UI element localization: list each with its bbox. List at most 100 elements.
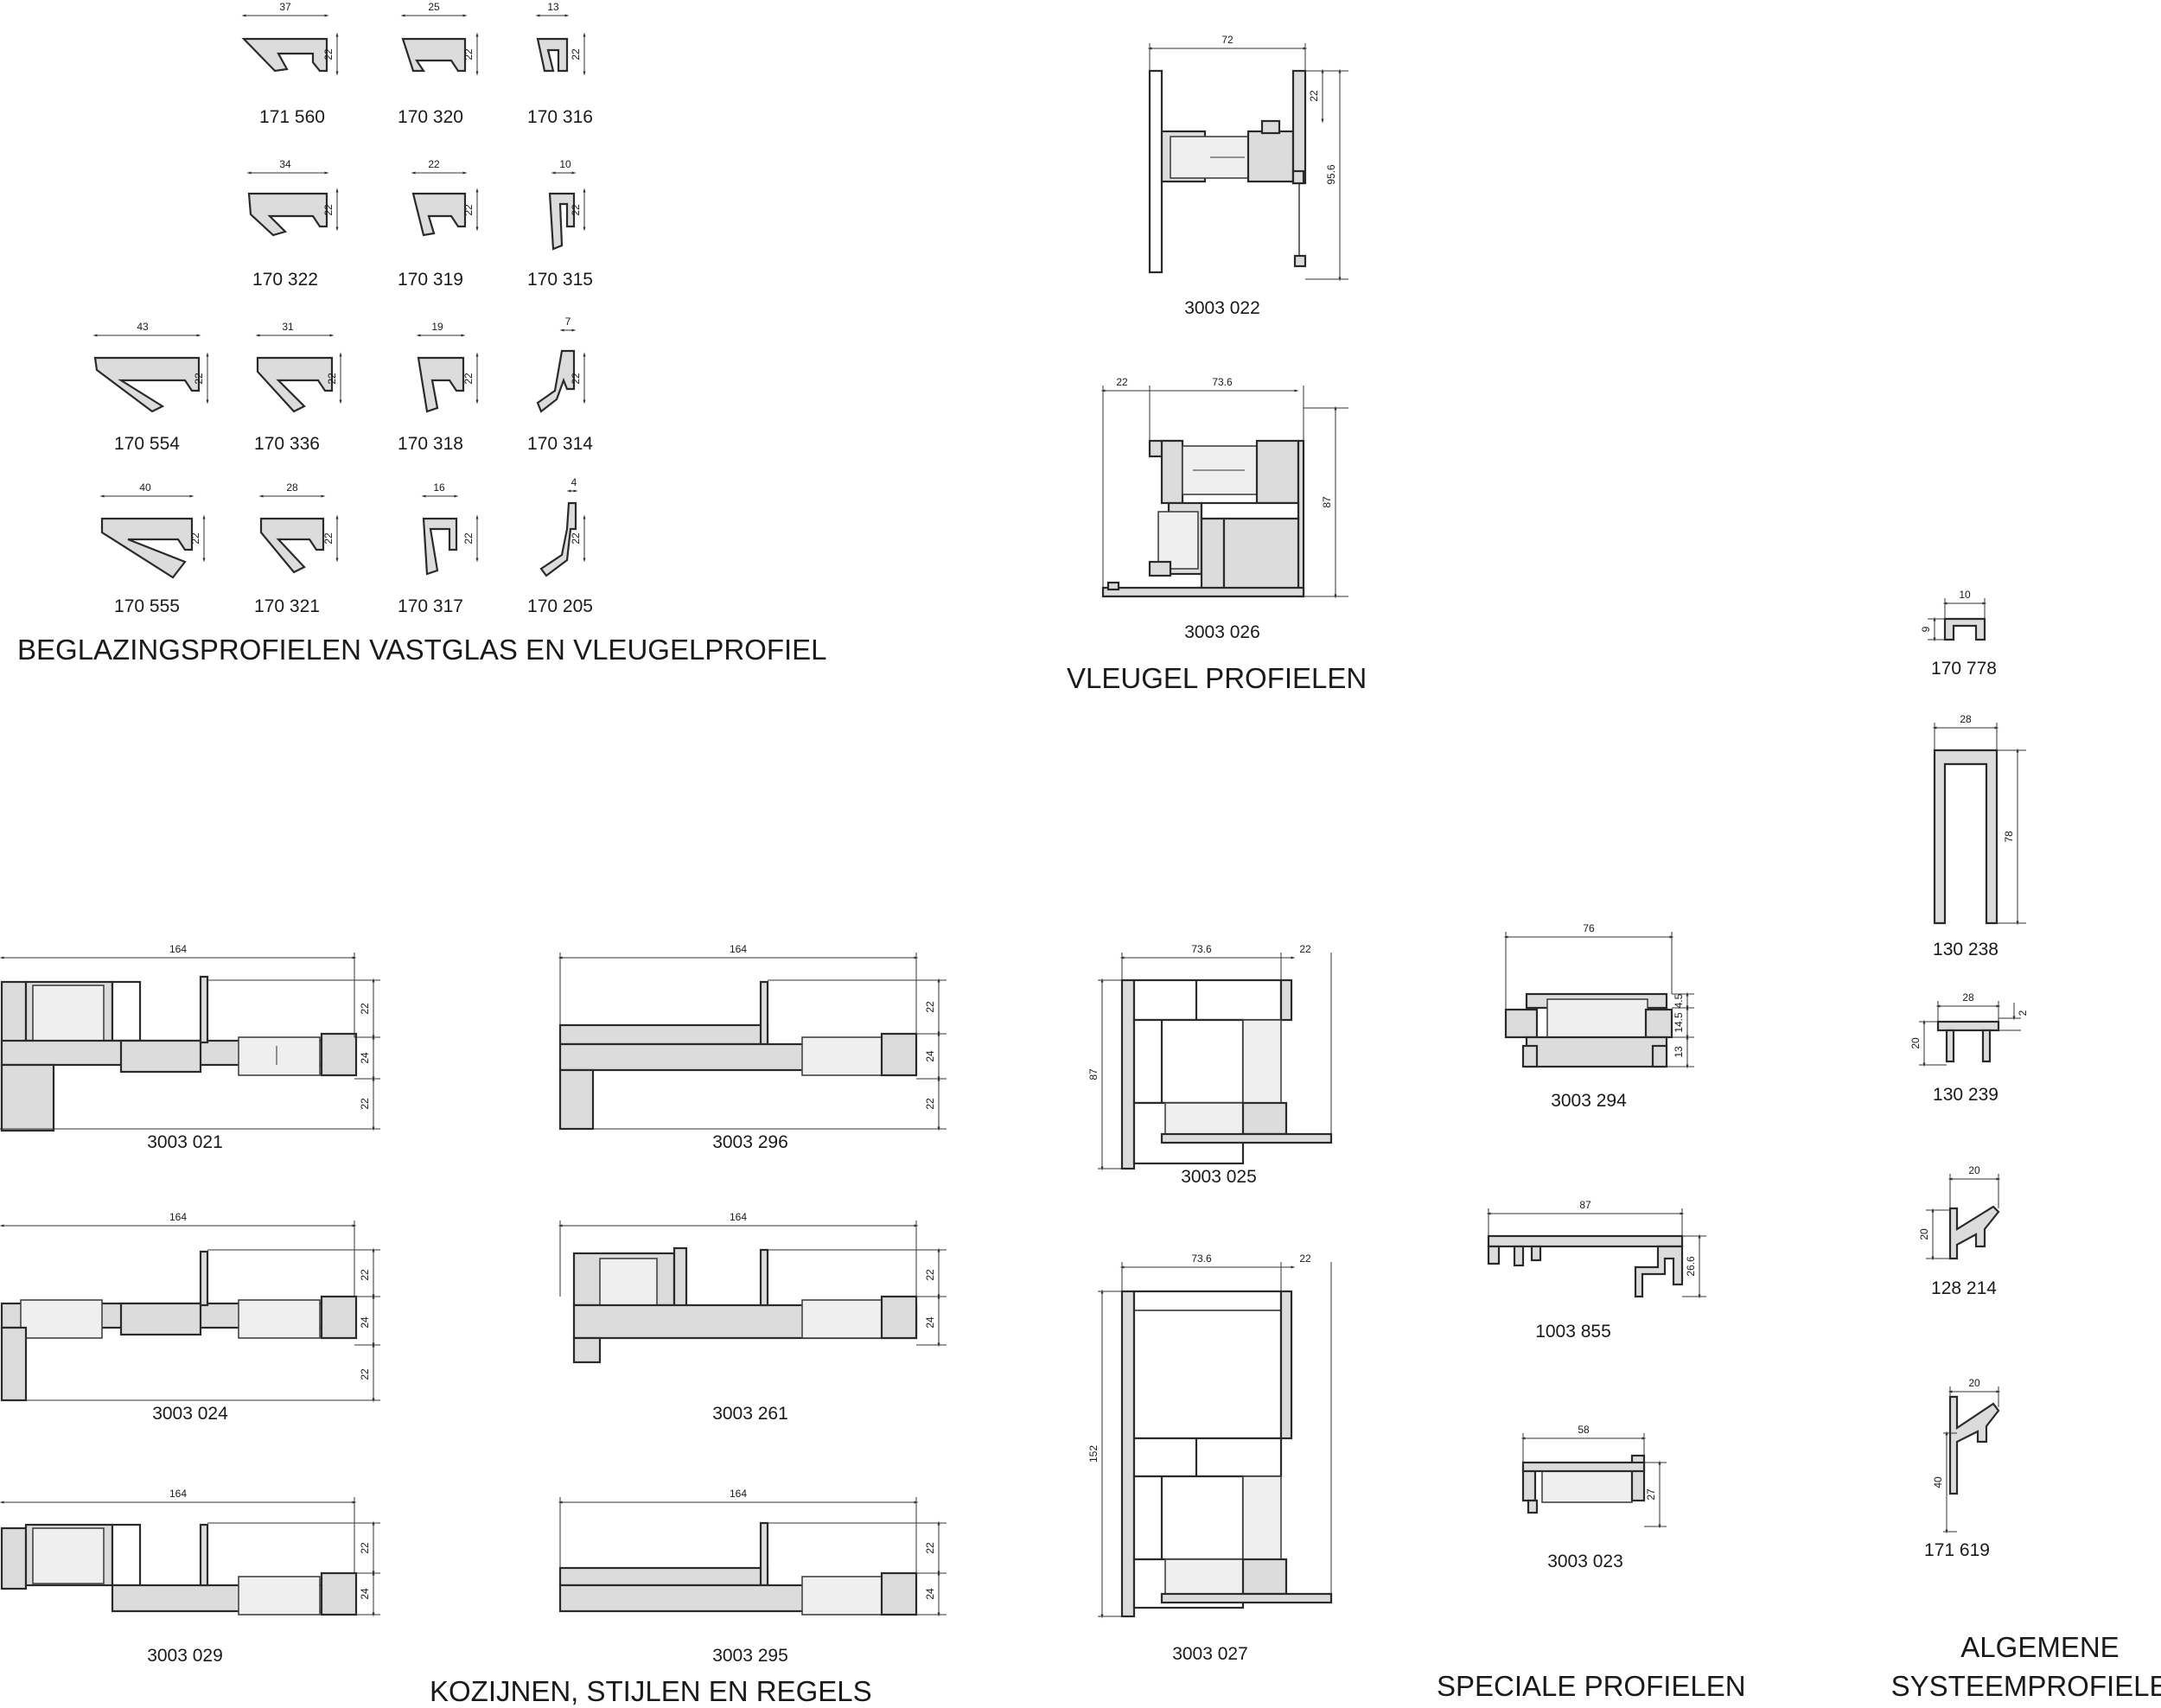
- svg-text:20: 20: [1968, 1377, 1980, 1389]
- profile-170-318: 19 22 170 318: [398, 321, 479, 454]
- section-title-special-profiles: SPECIALE PROFIELEN: [1437, 1670, 1746, 1702]
- svg-text:22: 22: [570, 204, 582, 216]
- svg-text:22: 22: [1299, 1252, 1311, 1265]
- profile-3003-022: 72 22 95.6 3003 022: [1147, 34, 1348, 318]
- svg-text:37: 37: [279, 1, 291, 13]
- svg-text:22: 22: [924, 1542, 936, 1554]
- profile-code: 3003 295: [712, 1646, 788, 1666]
- profile-code: 170 319: [398, 270, 463, 290]
- profile-code: 170 205: [527, 596, 593, 616]
- svg-text:22: 22: [322, 48, 335, 61]
- profile-170-315: 10 22 170 315: [527, 158, 593, 290]
- svg-text:4: 4: [571, 476, 577, 488]
- svg-text:24: 24: [924, 1588, 936, 1600]
- profile-170-778: 10 9 170 778: [1920, 589, 1997, 679]
- profile-3003-261: 164 22 24 3003 261: [558, 1211, 947, 1424]
- profile-130-239: 28 2 20 130 239: [1909, 991, 2029, 1105]
- svg-text:13: 13: [1673, 1046, 1685, 1058]
- profile-code: 170 316: [527, 107, 593, 127]
- profile-code: 3003 296: [712, 1132, 788, 1152]
- profile-128-214: 20 20 128 214: [1918, 1164, 2001, 1298]
- profile-3003-027: 73.6 22 152 3003 027: [1087, 1252, 1333, 1664]
- profile-171-560: 37 22 171 560: [241, 1, 339, 127]
- svg-text:152: 152: [1087, 1445, 1100, 1463]
- svg-text:73.6: 73.6: [1212, 376, 1233, 388]
- profile-code: 171 619: [1924, 1540, 1990, 1560]
- profile-3003-026: 22 73.6 87 3003 026: [1100, 376, 1348, 642]
- profile-code: 3003 021: [147, 1132, 223, 1152]
- profile-code: 3003 027: [1172, 1644, 1248, 1664]
- profile-3003-296: 164 22 24 22 3003 296: [558, 943, 947, 1152]
- svg-text:28: 28: [1960, 713, 1972, 725]
- svg-text:27: 27: [1645, 1488, 1657, 1501]
- profile-170-336: 31 22 170 336: [254, 321, 342, 454]
- svg-text:22: 22: [322, 204, 335, 216]
- svg-text:22: 22: [924, 1098, 936, 1110]
- svg-text:40: 40: [139, 481, 151, 494]
- profile-code: 170 320: [398, 107, 463, 127]
- svg-text:22: 22: [189, 532, 201, 545]
- profile-code: 170 317: [398, 596, 463, 616]
- profile-170-555: 40 22 170 555: [99, 481, 206, 616]
- svg-text:14.5: 14.5: [1673, 1012, 1685, 1033]
- profile-170-319: 22 22 170 319: [398, 158, 479, 290]
- profile-170-322: 34 22 170 322: [246, 158, 339, 290]
- svg-text:73.6: 73.6: [1191, 943, 1212, 955]
- svg-text:22: 22: [359, 1098, 371, 1110]
- section-title-frame-profiles: KOZIJNEN, STIJLEN EN REGELS: [430, 1675, 872, 1707]
- profile-code: 170 318: [398, 434, 463, 454]
- svg-text:28: 28: [286, 481, 298, 494]
- profile-3003-021: 164 22 24 22 3003 021: [0, 943, 380, 1152]
- section-title-general-line1: ALGEMENE: [1960, 1631, 2119, 1663]
- profile-3003-294: 76 4.5 14.5 13 3003 294: [1503, 922, 1694, 1111]
- section-title-sash-profiles: VLEUGEL PROFIELEN: [1067, 662, 1367, 694]
- profile-code: 1003 855: [1535, 1322, 1611, 1342]
- svg-text:22: 22: [359, 1368, 371, 1380]
- svg-text:10: 10: [1959, 589, 1971, 601]
- svg-text:24: 24: [924, 1050, 936, 1062]
- svg-text:43: 43: [137, 321, 149, 333]
- profile-3003-029: 164 22 24 3003 029: [0, 1488, 380, 1666]
- profile-code: 130 238: [1933, 940, 1998, 959]
- svg-text:22: 22: [1299, 943, 1311, 955]
- svg-text:164: 164: [730, 1488, 747, 1500]
- svg-text:95.6: 95.6: [1325, 164, 1337, 185]
- svg-text:73.6: 73.6: [1191, 1252, 1212, 1265]
- profile-code: 170 336: [254, 434, 320, 454]
- svg-text:10: 10: [559, 158, 571, 170]
- svg-text:31: 31: [282, 321, 294, 333]
- profile-code: 3003 294: [1551, 1091, 1627, 1111]
- svg-text:164: 164: [169, 1488, 187, 1500]
- svg-text:24: 24: [359, 1316, 371, 1329]
- profile-code: 3003 026: [1184, 622, 1260, 642]
- svg-text:22: 22: [462, 48, 475, 61]
- profile-3003-024: 164 22 24 22 3003 024: [0, 1211, 380, 1424]
- profile-130-238: 28 78 130 238: [1932, 713, 2026, 959]
- svg-text:22: 22: [1308, 90, 1320, 102]
- profile-code: 170 322: [252, 270, 318, 290]
- section-title-glazing-beads: BEGLAZINGSPROFIELEN VASTGLAS EN VLEUGELP…: [17, 634, 827, 666]
- svg-text:20: 20: [1918, 1228, 1930, 1240]
- profile-171-619: 20 40 171 619: [1924, 1377, 2001, 1560]
- svg-text:19: 19: [431, 321, 443, 333]
- svg-text:13: 13: [547, 1, 559, 13]
- svg-text:24: 24: [924, 1316, 936, 1329]
- svg-text:22: 22: [462, 532, 475, 545]
- profile-170-321: 28 22 170 321: [254, 481, 339, 616]
- svg-text:26.6: 26.6: [1685, 1256, 1697, 1277]
- svg-text:22: 22: [359, 1269, 371, 1281]
- section-title-general-line2: SYSTEEMPROFIELEN: [1891, 1670, 2161, 1702]
- svg-text:87: 87: [1321, 496, 1333, 508]
- profile-code: 170 554: [114, 434, 180, 454]
- svg-text:7: 7: [565, 315, 571, 328]
- svg-text:22: 22: [462, 204, 475, 216]
- profile-code: 3003 024: [152, 1404, 228, 1424]
- svg-text:22: 22: [570, 373, 582, 385]
- svg-text:2: 2: [2017, 1010, 2029, 1016]
- svg-text:22: 22: [322, 532, 335, 545]
- svg-text:16: 16: [433, 481, 445, 494]
- profile-code: 170 315: [527, 270, 593, 290]
- svg-text:25: 25: [428, 1, 440, 13]
- profile-code: 3003 025: [1181, 1167, 1257, 1187]
- profile-170-554: 43 22 170 554: [92, 321, 209, 454]
